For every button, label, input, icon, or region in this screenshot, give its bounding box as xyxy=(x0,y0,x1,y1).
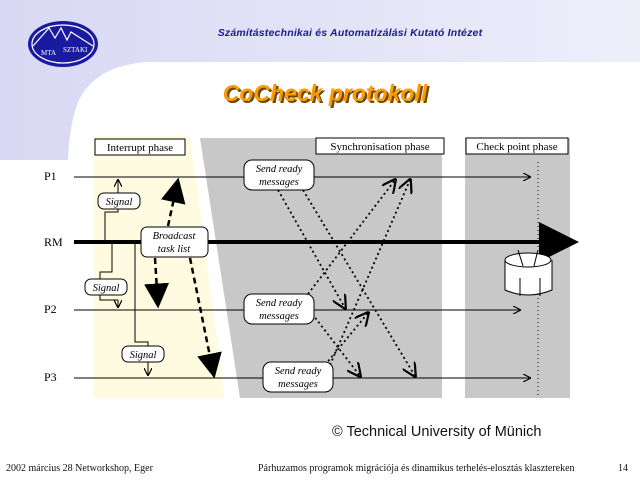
broadcast-arrow-p3 xyxy=(188,257,222,379)
footer-title: Párhuzamos programok migrációja és dinam… xyxy=(258,463,575,474)
signal-label-p1: Signal xyxy=(106,197,133,208)
send-ready-label-p2-line2: messages xyxy=(259,311,299,322)
synchronisation-phase-label: Synchronisation phase xyxy=(330,141,429,153)
synchronisation-phase-label-box xyxy=(315,137,445,155)
process-label-p3: P3 xyxy=(44,370,57,384)
institute-name: Számítástechnikai és Automatizálási Kuta… xyxy=(217,27,483,39)
footer-event: 2002 március 28 Networkshop, Eger xyxy=(6,463,153,474)
footer-page-number: 14 xyxy=(618,463,628,474)
checkpoint-phase-label: Check point phase xyxy=(476,141,557,153)
process-label-p2: P2 xyxy=(44,302,57,316)
logo-text-sztaki: SZTAKI xyxy=(63,46,88,54)
process-label-p1: P1 xyxy=(44,169,57,183)
send-ready-box-p1 xyxy=(243,159,315,191)
signal-label-p3: Signal xyxy=(130,350,157,361)
copyright-notice: © Technical University of Münich xyxy=(332,424,542,440)
broadcast-arrow-p1 xyxy=(161,177,186,227)
send-ready-label-p3-line1: Send ready xyxy=(275,366,322,377)
mta-sztaki-logo: MTA SZTAKI xyxy=(28,21,98,67)
broadcast-arrow-p2 xyxy=(144,257,170,309)
send-ready-box-p3 xyxy=(262,361,334,393)
slide-title: CoCheck protokoll xyxy=(222,80,428,106)
signal-box-p2 xyxy=(84,278,128,296)
interrupt-phase-label-box xyxy=(94,138,186,156)
broadcast-label-line2: task list xyxy=(158,244,191,255)
broadcast-label-line1: Broadcast xyxy=(153,231,197,242)
signal-box-p3 xyxy=(121,345,165,363)
send-ready-box-p2 xyxy=(243,293,315,325)
interrupt-phase-label: Interrupt phase xyxy=(107,142,173,154)
send-ready-label-p1-line1: Send ready xyxy=(256,164,303,175)
send-ready-label-p3-line2: messages xyxy=(278,379,318,390)
synchronisation-phase-background xyxy=(200,138,442,398)
send-ready-label-p1-line2: messages xyxy=(259,177,299,188)
storage-disk-icon xyxy=(504,249,553,296)
checkpoint-phase-label-box xyxy=(465,137,569,155)
broadcast-box xyxy=(140,226,209,258)
logo-text-mta: MTA xyxy=(41,49,56,57)
signal-label-p2: Signal xyxy=(93,283,120,294)
process-label-rm: RM xyxy=(44,235,63,249)
signal-box-p1 xyxy=(97,192,141,210)
send-ready-label-p2-line1: Send ready xyxy=(256,298,303,309)
